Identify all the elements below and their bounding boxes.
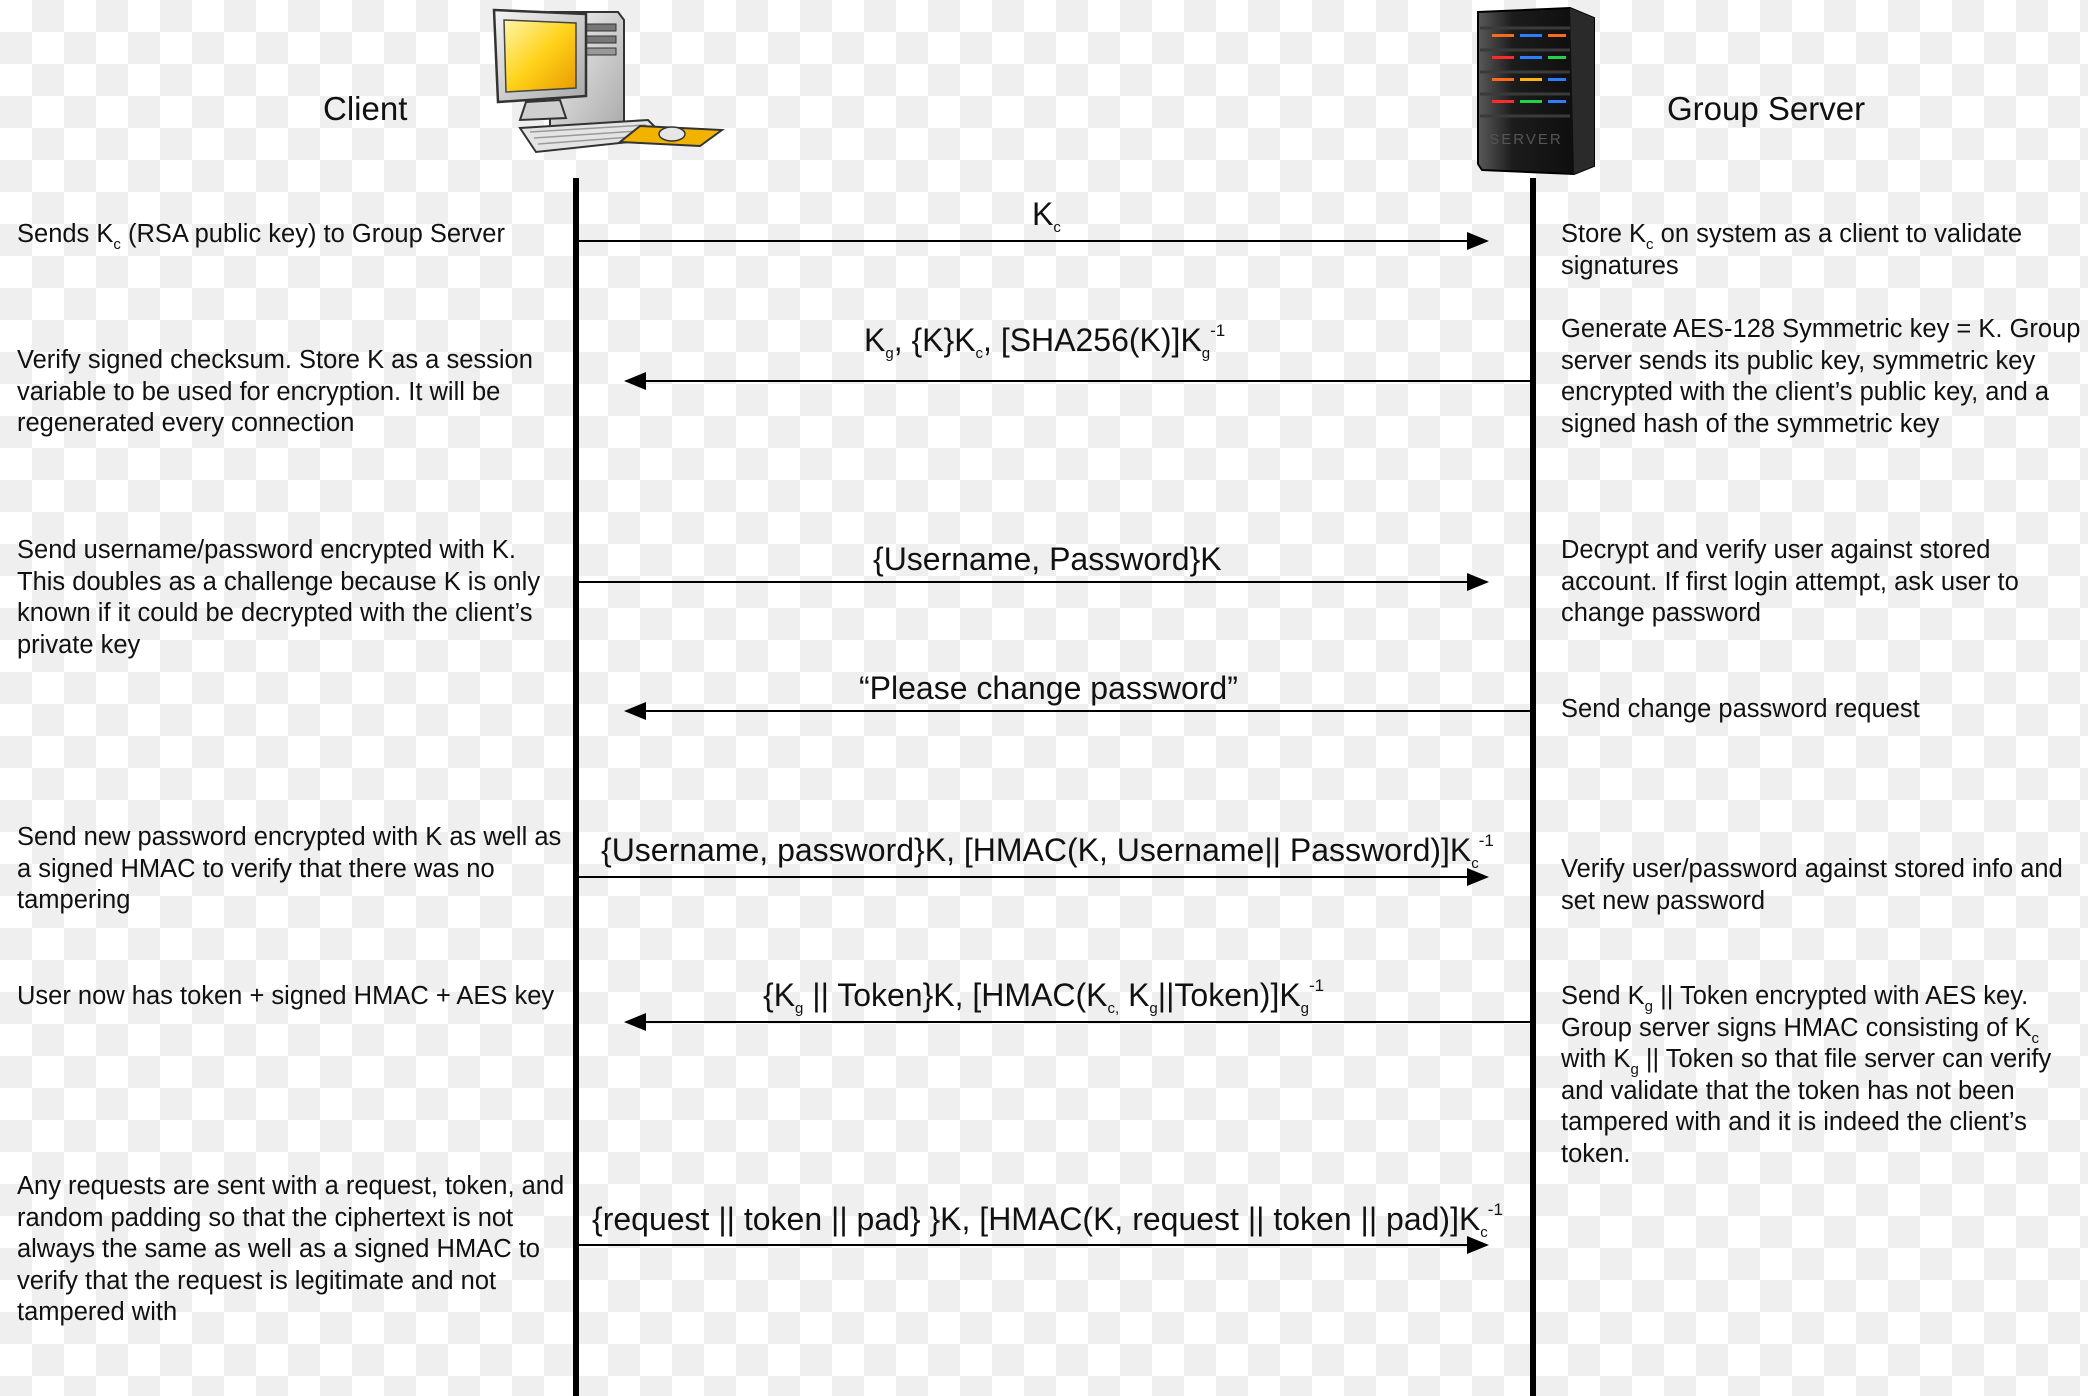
message-4-arrow	[624, 702, 1531, 720]
message-6-label: {Kg || Token}K, [HMAC(Kc, Kg||Token)]Kg-…	[763, 976, 1325, 1017]
server-note-3: Decrypt and verify user against stored a…	[1561, 536, 2019, 627]
client-note-3: Send username/password encrypted with K.…	[17, 536, 541, 659]
message-5-arrow	[579, 868, 1489, 886]
client-title: Client	[323, 90, 408, 127]
message-7-arrow	[579, 1236, 1489, 1254]
server-note-4: Send change password request	[1561, 695, 1920, 723]
server-tower-icon: SERVER	[1477, 6, 1595, 176]
message-7-label: {request || token || pad} }K, [HMAC(K, r…	[592, 1200, 1503, 1241]
message-5-label: {Username, password}K, [HMAC(K, Username…	[601, 831, 1494, 872]
client-note-2: Verify signed checksum. Store K as a ses…	[17, 346, 533, 437]
message-2-arrow	[624, 372, 1531, 390]
client-note-7: Any requests are sent with a request, to…	[17, 1172, 565, 1326]
message-1-arrow	[579, 232, 1489, 250]
group-server-title: Group Server	[1667, 90, 1866, 127]
message-1-label: Kc	[1032, 196, 1061, 236]
server-label: SERVER	[1489, 131, 1562, 148]
server-note-2: Generate AES-128 Symmetric key = K. Grou…	[1561, 315, 2081, 438]
message-4-label: “Please change password”	[859, 670, 1238, 706]
message-3-arrow	[579, 573, 1489, 591]
client-note-1: Sends Kc (RSA public key) to Group Serve…	[17, 220, 505, 253]
server-note-6: Send Kg || Token encrypted with AES key.…	[1561, 982, 2052, 1168]
message-6-arrow	[624, 1013, 1531, 1031]
message-2-label: Kg, {K}Kc, [SHA256(K)]Kg-1	[864, 321, 1226, 362]
client-note-5: Send new password encrypted with K as we…	[17, 823, 562, 914]
server-note-1: Store Kc on system as a client to valida…	[1561, 220, 2023, 280]
server-note-5: Verify user/password against stored info…	[1561, 855, 2063, 915]
desktop-computer-icon	[492, 8, 725, 154]
server-lifeline	[1530, 178, 1536, 1396]
client-note-6: User now has token + signed HMAC + AES k…	[17, 982, 555, 1010]
client-lifeline	[573, 178, 579, 1396]
message-3-label: {Username, Password}K	[873, 541, 1222, 577]
